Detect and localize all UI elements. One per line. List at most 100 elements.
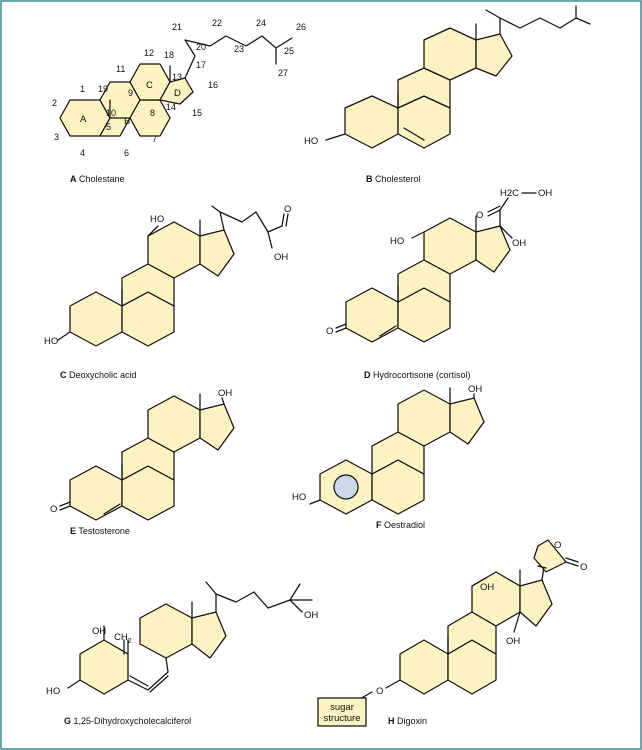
triene-double	[129, 675, 149, 687]
ring-d	[519, 579, 553, 627]
carbon-18: 18	[164, 50, 174, 60]
caption-a: A Cholestane	[70, 174, 125, 184]
hydroxyl-17-bond	[221, 397, 225, 405]
ketone-o-label: O	[50, 504, 57, 515]
carbon-15: 15	[192, 108, 202, 118]
hydroxyl-12-bond	[471, 577, 487, 587]
lactone-ring-o: O	[554, 540, 561, 551]
caption-e-letter: E	[70, 526, 76, 536]
hydroxyl-3-bond	[309, 499, 321, 505]
caption-d-name: Hydrocortisone (cortisol)	[373, 370, 471, 380]
side-chain	[184, 35, 293, 79]
carbon-16: 16	[208, 80, 218, 90]
carbon-7: 7	[152, 134, 157, 144]
sugar-structure-box	[317, 697, 367, 727]
ketone-bond	[59, 505, 71, 511]
carboxyl-o-bond2	[285, 213, 289, 227]
structure-cholestane: A B C D 1 2 3 4 5 6 7 8 9 10 11 12 13 14…	[52, 18, 306, 184]
hydroxyl-3-label: HO	[46, 686, 60, 697]
caption-f-letter: F	[376, 520, 382, 530]
hydroxyl-14-bond	[513, 611, 521, 633]
carbon-12: 12	[144, 48, 154, 58]
caption-e-name: Testosterone	[78, 526, 130, 536]
carbon-13: 13	[172, 72, 182, 82]
hydroxyl-11-label: HO	[390, 236, 404, 247]
c20-o-bond	[487, 209, 501, 217]
carbon-20: 20	[196, 42, 206, 52]
hydroxyl-12-bond	[147, 225, 159, 237]
ketone-bond2	[335, 323, 347, 329]
carbon-6: 6	[124, 148, 129, 158]
caption-c: C Deoxycholic acid	[60, 370, 137, 380]
carbon-3: 3	[54, 132, 59, 142]
lactone-co-bond2	[565, 557, 579, 563]
c21-h2c-label: H2C	[500, 188, 519, 199]
carbon-19: 19	[98, 84, 108, 94]
methylene-sub: 2	[128, 638, 132, 645]
structure-calcitriol: OH CH2 HO OH G 1,25-Dihydroxycholecalcif…	[46, 581, 318, 726]
hydroxyl-17-label: OH	[468, 384, 482, 395]
caption-h-name: Digoxin	[397, 716, 427, 726]
carbon-26: 26	[296, 22, 306, 32]
carbon-8: 8	[150, 108, 155, 118]
carbon-22: 22	[212, 18, 222, 28]
hydroxyl-3-label: HO	[292, 492, 306, 503]
ring-d	[475, 225, 511, 273]
caption-e: E Testosterone	[70, 526, 130, 536]
triene-double2	[149, 675, 169, 693]
glycoside-o-label: O	[376, 686, 383, 697]
caption-a-name: Cholestane	[79, 174, 125, 184]
c21-oh-label: OH	[538, 188, 552, 199]
ring-d	[475, 33, 513, 77]
ketone-o-label: O	[326, 326, 333, 337]
hydroxyl-17-bond	[499, 225, 513, 239]
hydroxyl-3-bond	[57, 331, 71, 341]
double-bond-4-5	[379, 325, 397, 337]
hydroxyl-3-bond	[67, 679, 81, 689]
side-chain	[215, 591, 291, 609]
carbon-24: 24	[256, 18, 266, 28]
hydroxyl-25-bond	[289, 599, 303, 613]
sugar-line2: structure	[324, 713, 361, 724]
structure-digoxin: OH OH O O O sugar structure H Digoxin	[317, 539, 587, 727]
caption-g-letter: G	[64, 716, 71, 726]
carboxyl-o-label: O	[284, 204, 291, 215]
carbon-9: 9	[128, 88, 133, 98]
ring-label-d: D	[174, 88, 181, 99]
carbon-1: 1	[80, 84, 85, 94]
ketone-bond2	[59, 501, 71, 507]
lactone-double	[537, 565, 547, 569]
lactone-co-bond	[565, 561, 579, 567]
hydroxyl-12-label: HO	[150, 214, 164, 225]
carbon-14: 14	[166, 102, 176, 112]
hydroxyl-3-label: HO	[44, 336, 58, 347]
caption-c-name: Deoxycholic acid	[69, 370, 137, 380]
structure-oestradiol: OH HO F Oestradiol	[292, 384, 485, 530]
caption-a-letter: A	[70, 174, 77, 184]
caption-b: B Cholesterol	[366, 174, 421, 184]
structure-cholesterol: HO B Cholesterol	[304, 5, 591, 184]
carboxyl-o-bond	[281, 213, 285, 227]
caption-d: D Hydrocortisone (cortisol)	[364, 370, 471, 380]
carbon-5: 5	[106, 122, 111, 132]
methylene-ch: CH	[114, 632, 128, 643]
caption-g: G 1,25-Dihydroxycholecalciferol	[64, 716, 191, 726]
structure-deoxycholic-acid: HO O OH HO C Deoxycholic acid	[44, 204, 291, 380]
carbon-10: 10	[106, 108, 116, 118]
caption-h: H Digoxin	[388, 716, 427, 726]
ring-label-b: B	[124, 116, 130, 127]
hydroxyl-12-label: OH	[480, 582, 494, 593]
hydroxyl-17-label: OH	[218, 388, 232, 399]
sugar-line1: sugar	[330, 702, 354, 713]
carbon-17: 17	[196, 60, 206, 70]
caption-b-letter: B	[366, 174, 373, 184]
aromatic-circle	[333, 474, 359, 500]
hydroxyl-17-label: OH	[512, 238, 526, 249]
caption-d-letter: D	[364, 370, 371, 380]
ring-d	[159, 77, 194, 105]
glycoside-bond	[385, 679, 401, 689]
c20-o-label: O	[476, 210, 483, 221]
caption-h-letter: H	[388, 716, 395, 726]
